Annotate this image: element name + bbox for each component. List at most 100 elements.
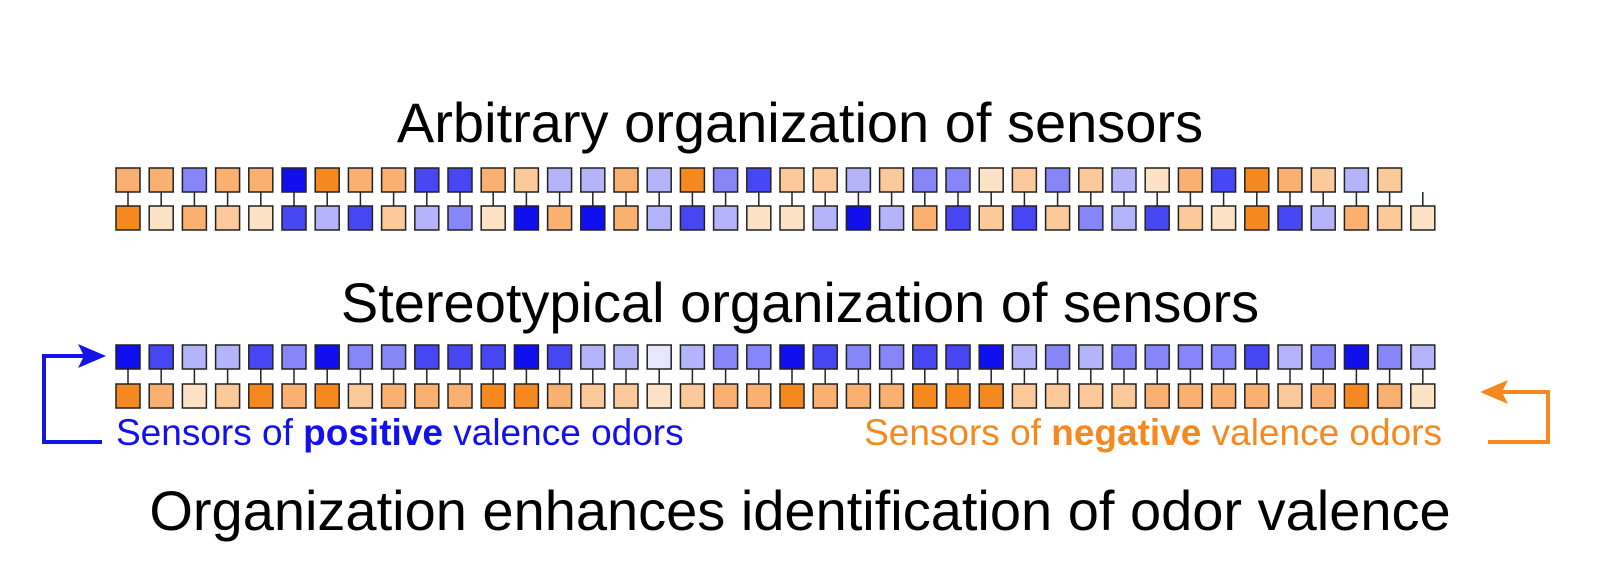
- stereotypical-sensor-bottom: [712, 383, 739, 409]
- arbitrary-sensor-top: [1277, 167, 1303, 193]
- arbitrary-sensor-bottom: [1044, 205, 1071, 231]
- arbitrary-sensor-bottom: [746, 205, 772, 231]
- arbitrary-sensor-top: [679, 167, 706, 193]
- arbitrary-sensor-grid: [115, 167, 1436, 231]
- arbitrary-sensor-top: [1244, 167, 1270, 193]
- stereotypical-sensor-bottom: [1210, 383, 1237, 409]
- arbitrary-sensor-top: [779, 167, 805, 193]
- stereotypical-sensor-grid: [115, 344, 1436, 409]
- arbitrary-sensor-top: [1177, 167, 1204, 193]
- arbitrary-sensor-bottom: [1078, 205, 1104, 231]
- arbitrary-sensor-top: [181, 167, 208, 193]
- arbitrary-sensor-bottom: [414, 205, 440, 231]
- stereotypical-sensor-top: [646, 344, 672, 370]
- arbitrary-sensor-bottom: [812, 205, 838, 231]
- stereotypical-sensor-bottom: [945, 383, 971, 409]
- arbitrary-sensor-bottom: [314, 205, 340, 231]
- arbitrary-sensor-bottom: [1343, 205, 1370, 231]
- stereotypical-sensor-top: [613, 344, 639, 370]
- arbitrary-sensor-bottom: [546, 205, 573, 231]
- arbitrary-sensor-top: [945, 167, 971, 193]
- stereotypical-sensor-top: [480, 344, 506, 370]
- stereotypical-sensor-bottom: [347, 383, 374, 409]
- stereotypical-sensor-bottom: [115, 383, 141, 409]
- arbitrary-sensor-top: [746, 167, 772, 193]
- stereotypical-sensor-bottom: [580, 383, 606, 409]
- stereotypical-sensor-bottom: [646, 383, 672, 409]
- arbitrary-sensor-bottom: [1210, 205, 1237, 231]
- arbitrary-sensor-bottom: [1177, 205, 1204, 231]
- stereotypical-sensor-top: [248, 344, 274, 370]
- stereotypical-sensor-bottom: [613, 383, 639, 409]
- arbitrary-sensor-top: [513, 167, 540, 193]
- arbitrary-sensor-bottom: [646, 205, 672, 231]
- arbitrary-sensor-bottom: [712, 205, 739, 231]
- stereotypical-sensor-top: [447, 344, 473, 370]
- stereotypical-sensor-top: [912, 344, 938, 370]
- stereotypical-sensor-bottom: [281, 383, 307, 409]
- arbitrary-sensor-bottom: [380, 205, 407, 231]
- arbitrary-sensor-bottom: [1310, 205, 1336, 231]
- stereotypical-sensor-top: [1044, 344, 1071, 370]
- stereotypical-sensor-top: [845, 344, 872, 370]
- stereotypical-sensor-bottom: [1044, 383, 1071, 409]
- stereotypical-sensor-top: [1376, 344, 1403, 370]
- arbitrary-sensor-top: [314, 167, 340, 193]
- stereotypical-sensor-bottom: [248, 383, 274, 409]
- stereotypical-sensor-bottom: [546, 383, 573, 409]
- arbitrary-sensor-top: [613, 167, 639, 193]
- stereotypical-sensor-top: [181, 344, 208, 370]
- arbitrary-sensor-bottom: [115, 205, 141, 231]
- stereotypical-sensor-top: [1310, 344, 1336, 370]
- stereotypical-sensor-bottom: [746, 383, 772, 409]
- stereotypical-sensor-top: [746, 344, 772, 370]
- stereotypical-sensor-top: [945, 344, 971, 370]
- stereotypical-sensor-top: [679, 344, 706, 370]
- arbitrary-sensor-top: [878, 167, 905, 193]
- stereotypical-sensor-bottom: [1343, 383, 1370, 409]
- stereotypical-sensor-bottom: [214, 383, 241, 409]
- stereotypical-sensor-top: [414, 344, 440, 370]
- arbitrary-sensor-bottom: [779, 205, 805, 231]
- arbitrary-sensor-bottom: [580, 205, 606, 231]
- arbitrary-sensor-top: [447, 167, 473, 193]
- arbitrary-sensor-top: [1376, 167, 1403, 193]
- stereotypical-sensor-bottom: [480, 383, 506, 409]
- arbitrary-sensor-top: [1343, 167, 1370, 193]
- stereotypical-sensor-bottom: [978, 383, 1004, 409]
- stereotypical-sensor-top: [148, 344, 174, 370]
- arbitrary-sensor-top: [115, 167, 141, 193]
- stereotypical-organization-title: Stereotypical organization of sensors: [340, 271, 1260, 334]
- stereotypical-sensor-bottom: [1310, 383, 1336, 409]
- stereotypical-sensor-bottom: [1376, 383, 1403, 409]
- arbitrary-sensor-top: [580, 167, 606, 193]
- arbitrary-sensor-top: [912, 167, 938, 193]
- arbitrary-sensor-bottom: [613, 205, 639, 231]
- stereotypical-sensor-bottom: [181, 383, 208, 409]
- arbitrary-sensor-top: [480, 167, 506, 193]
- stereotypical-sensor-bottom: [1078, 383, 1104, 409]
- arbitrary-sensor-bottom: [945, 205, 971, 231]
- stereotypical-sensor-top: [115, 344, 141, 370]
- stereotypical-sensor-top: [1111, 344, 1137, 370]
- stereotypical-sensor-top: [1011, 344, 1038, 370]
- positive-bracket-arrow: [42, 354, 102, 444]
- stereotypical-sensor-top: [1244, 344, 1270, 370]
- stereotypical-sensor-bottom: [1177, 383, 1204, 409]
- arbitrary-sensor-bottom: [347, 205, 374, 231]
- arbitrary-sensor-bottom: [1011, 205, 1038, 231]
- arbitrary-sensor-bottom: [214, 205, 241, 231]
- arbitrary-sensor-bottom: [679, 205, 706, 231]
- arbitrary-sensor-bottom: [513, 205, 540, 231]
- arbitrary-sensor-top: [712, 167, 739, 193]
- stereotypical-sensor-bottom: [779, 383, 805, 409]
- stereotypical-sensor-top: [878, 344, 905, 370]
- stereotypical-sensor-top: [812, 344, 838, 370]
- conclusion-title: Organization enhances identification of …: [149, 479, 1451, 542]
- stereotypical-sensor-bottom: [148, 383, 174, 409]
- arbitrary-sensor-bottom: [1111, 205, 1137, 231]
- arbitrary-sensor-bottom: [1410, 205, 1436, 231]
- stereotypical-sensor-bottom: [1277, 383, 1303, 409]
- stereotypical-sensor-bottom: [912, 383, 938, 409]
- stereotypical-sensor-bottom: [679, 383, 706, 409]
